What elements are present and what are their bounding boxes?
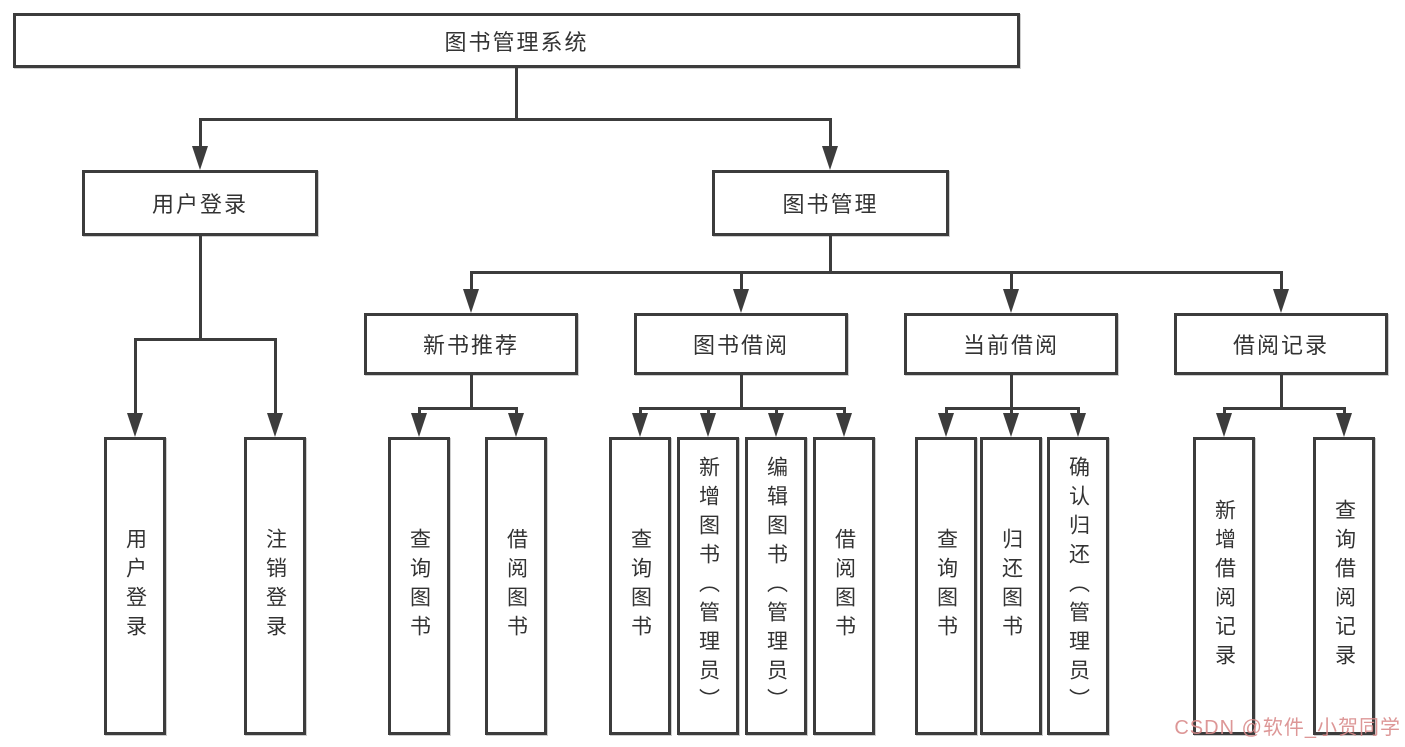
arrow-nb-borrow <box>508 407 524 437</box>
node-label: 借阅记录 <box>1232 333 1329 358</box>
node-label: 查询借阅记录 <box>1332 499 1356 673</box>
connector-new-book-rail <box>418 407 518 410</box>
connector-root-rail <box>199 118 832 121</box>
node-label: 借阅图书 <box>504 528 528 644</box>
node-label: 确认归还（管理员） <box>1066 455 1090 717</box>
connector-current-borrow-rail <box>945 407 1080 410</box>
arrow-br-add <box>1216 407 1232 437</box>
arrow-to-logout <box>267 338 283 437</box>
arrow-bb-query <box>632 407 648 437</box>
node-leaf-bb-borrow-books: 借阅图书 <box>813 437 875 735</box>
node-leaf-cb-confirm-return-admin: 确认归还（管理员） <box>1047 437 1109 735</box>
node-label: 图书管理系统 <box>444 29 589 55</box>
node-leaf-logout: 注销登录 <box>244 437 306 735</box>
node-leaf-bb-add-books-admin: 新增图书（管理员） <box>677 437 739 735</box>
node-library-management-system: 图书管理系统 <box>13 13 1020 68</box>
csdn-watermark: CSDN @软件_小贺同学 <box>1174 717 1401 739</box>
arrow-to-book-borrow <box>733 271 749 313</box>
node-current-borrowing: 当前借阅 <box>904 313 1118 375</box>
connector-borrow-records-stem <box>1280 375 1283 407</box>
node-label: 查询图书 <box>407 528 431 644</box>
arrow-bb-add <box>700 407 716 437</box>
arrow-br-query <box>1336 407 1352 437</box>
node-book-management: 图书管理 <box>712 170 949 236</box>
node-new-book-recommend: 新书推荐 <box>364 313 578 375</box>
arrow-bb-borrow <box>836 407 852 437</box>
node-leaf-bb-edit-books-admin: 编辑图书（管理员） <box>745 437 807 735</box>
node-label: 编辑图书（管理员） <box>764 455 788 717</box>
node-label: 图书借阅 <box>692 333 789 358</box>
node-label: 图书管理 <box>782 192 879 217</box>
node-label: 借阅图书 <box>832 528 856 644</box>
arrow-cb-return <box>1003 407 1019 437</box>
connector-current-borrow-stem <box>1010 375 1013 407</box>
connector-book-mgmt-stem <box>829 236 832 271</box>
node-leaf-br-query-record: 查询借阅记录 <box>1313 437 1375 735</box>
node-leaf-nb-borrow-books: 借阅图书 <box>485 437 547 735</box>
node-label: 当前借阅 <box>962 333 1059 358</box>
node-label: 新书推荐 <box>422 333 519 358</box>
connector-book-borrow-stem <box>740 375 743 407</box>
node-leaf-user-login: 用户登录 <box>104 437 166 735</box>
arrow-to-user-login <box>192 118 208 170</box>
node-label: 新增借阅记录 <box>1212 499 1236 673</box>
arrow-cb-confirm <box>1070 407 1086 437</box>
connector-book-mgmt-rail <box>470 271 1282 274</box>
node-user-login: 用户登录 <box>82 170 318 236</box>
connector-book-borrow-rail <box>639 407 846 410</box>
node-label: 查询图书 <box>628 528 652 644</box>
arrow-nb-query <box>411 407 427 437</box>
node-label: 注销登录 <box>263 528 287 644</box>
node-book-borrowing: 图书借阅 <box>634 313 848 375</box>
connector-borrow-records-rail <box>1223 407 1346 410</box>
connector-user-login-stem <box>199 236 202 338</box>
arrow-to-login <box>127 338 143 437</box>
arrow-cb-query <box>938 407 954 437</box>
node-label: 新增图书（管理员） <box>696 455 720 717</box>
node-leaf-bb-query-books: 查询图书 <box>609 437 671 735</box>
node-borrowing-records: 借阅记录 <box>1174 313 1388 375</box>
arrow-to-new-book-rec <box>463 271 479 313</box>
node-leaf-cb-query-books: 查询图书 <box>915 437 977 735</box>
node-label: 查询图书 <box>934 528 958 644</box>
arrow-to-current-borrow <box>1003 271 1019 313</box>
arrow-to-borrow-records <box>1273 271 1289 313</box>
node-label: 归还图书 <box>999 528 1023 644</box>
node-label: 用户登录 <box>123 528 147 644</box>
node-leaf-br-add-record: 新增借阅记录 <box>1193 437 1255 735</box>
connector-user-login-rail <box>134 338 277 341</box>
node-leaf-nb-query-books: 查询图书 <box>388 437 450 735</box>
connector-root-stem <box>515 68 518 118</box>
connector-new-book-stem <box>470 375 473 407</box>
node-label: 用户登录 <box>151 192 248 217</box>
node-leaf-cb-return-books: 归还图书 <box>980 437 1042 735</box>
arrow-to-book-management <box>822 118 838 170</box>
arrow-bb-edit <box>768 407 784 437</box>
